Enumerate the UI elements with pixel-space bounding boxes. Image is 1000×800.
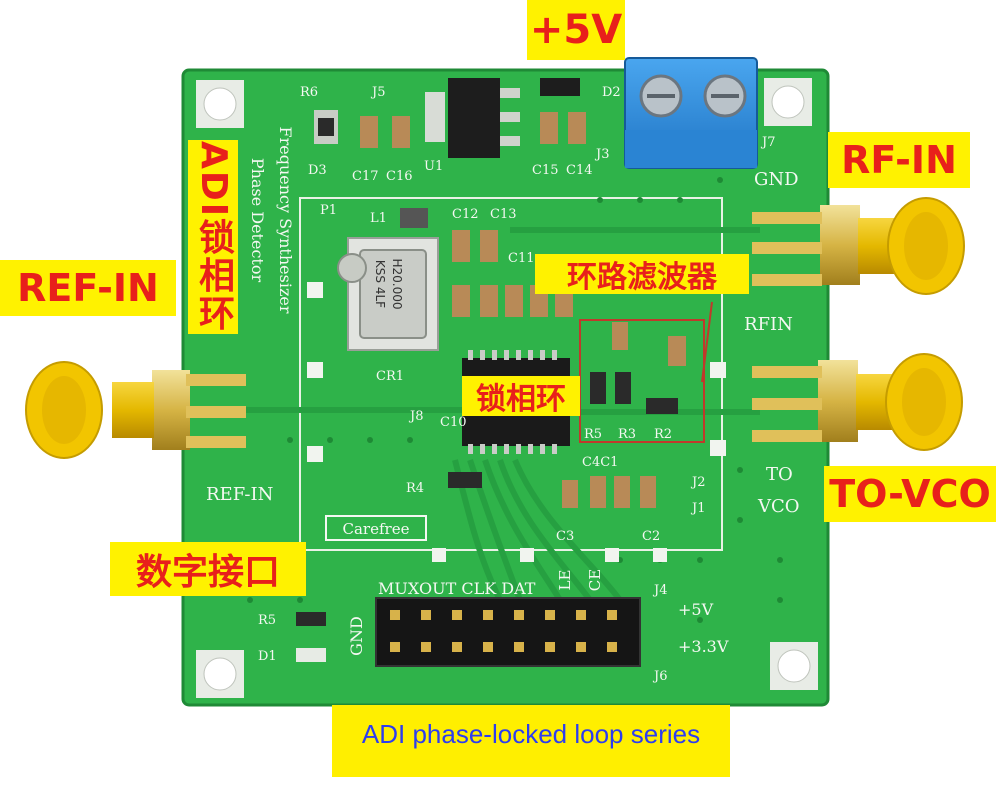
header-labels: MUXOUT CLK DAT [378,579,536,598]
svg-text:C17: C17 [352,169,379,184]
header-pin [390,610,400,620]
voltage-regulator-icon [425,78,520,158]
to-vco-callout: TO-VCO [824,466,996,522]
pll-callout: 锁相环 [462,376,580,417]
header-pin [607,642,617,652]
digital-interface-callout: 数字接口 [110,542,306,596]
svg-text:D2: D2 [602,85,621,100]
svg-text:J4: J4 [652,583,667,598]
ce-label: CE [586,569,604,591]
svg-text:C10: C10 [440,415,467,430]
svg-text:D1: D1 [258,649,277,664]
test-pads [307,282,726,562]
gnd-side-label: GND [347,616,366,656]
header-pin [421,610,431,620]
to-label: TO [766,464,793,485]
brand-box [325,515,427,541]
rfin-label: RFIN [744,314,793,335]
v33-label: +3.3V [678,637,729,656]
svg-text:J2: J2 [690,475,705,490]
svg-text:C16: C16 [386,169,413,184]
smd-components [296,78,686,662]
sma-connector-icon [25,197,965,459]
svg-text:L1: L1 [370,211,387,226]
screw-terminal-icon [624,57,758,169]
board-title-line2: Frequency Synthesizer [276,126,295,313]
svg-text:R5: R5 [584,427,602,442]
svg-text:J1: J1 [690,501,705,516]
crystal-marking-2: KSS 4LF [373,260,387,308]
reference-designators: R6 J5 D2 D3 C17 C16 U1 C15 C14 J3 J7 P1 … [258,85,775,684]
ref-in-callout: REF-IN [0,260,176,316]
crystal-marking-1: H20.000 [390,258,404,309]
svg-text:J7: J7 [760,135,775,150]
mounting-hole-icon [196,78,818,698]
svg-text:J3: J3 [594,147,609,162]
svg-text:J6: J6 [652,669,667,684]
header-pin [545,642,555,652]
header-pin [452,610,462,620]
svg-text:R4: R4 [406,481,424,496]
caption: ADI phase-locked loop series [332,705,730,777]
le-label: LE [556,570,574,591]
svg-text:C2: C2 [642,529,660,544]
header-pins [390,610,617,652]
header-pin [514,642,524,652]
svg-text:C15: C15 [532,163,559,178]
gnd-top-label: GND [754,169,799,190]
header-pin [576,610,586,620]
svg-text:J8: J8 [408,409,423,424]
header-pin [545,610,555,620]
pin-header-icon [375,597,641,667]
svg-text:C3: C3 [556,529,574,544]
svg-text:R6: R6 [300,85,318,100]
header-pin [576,642,586,652]
rf-in-callout: RF-IN [828,132,970,188]
svg-text:R2: R2 [654,427,672,442]
callout-arrow [701,301,713,383]
svg-text:C14: C14 [566,163,593,178]
svg-text:P1: P1 [320,203,337,218]
header-pin [607,610,617,620]
power-callout: +5V [527,0,625,60]
svg-text:R3: R3 [618,427,636,442]
svg-text:J5: J5 [370,85,385,100]
vco-label: VCO [757,496,800,517]
header-pin [483,642,493,652]
svg-text:CR1: CR1 [376,369,404,384]
svg-text:C4C1: C4C1 [582,455,618,470]
pll-chip-icon [462,350,570,454]
adi-pll-callout: ADI锁相环 [188,140,238,334]
svg-text:U1: U1 [424,159,443,174]
v5-label: +5V [678,600,714,619]
header-pin [421,642,431,652]
svg-text:C11: C11 [508,251,535,266]
svg-text:R5: R5 [258,613,276,628]
header-pin [390,642,400,652]
brand-label: Carefree [343,520,410,538]
svg-text:D3: D3 [308,163,327,178]
loop-filter-callout: 环路滤波器 [535,254,749,295]
header-pin [483,610,493,620]
header-pin [452,642,462,652]
crystal-oscillator-icon [337,237,439,351]
svg-text:C12: C12 [452,207,479,222]
loop-filter-highlight [579,319,705,443]
header-pin [514,610,524,620]
board-title-line1: Phase Detector [248,158,267,283]
ref-in-silk-label: REF-IN [206,484,273,505]
svg-text:C13: C13 [490,207,517,222]
